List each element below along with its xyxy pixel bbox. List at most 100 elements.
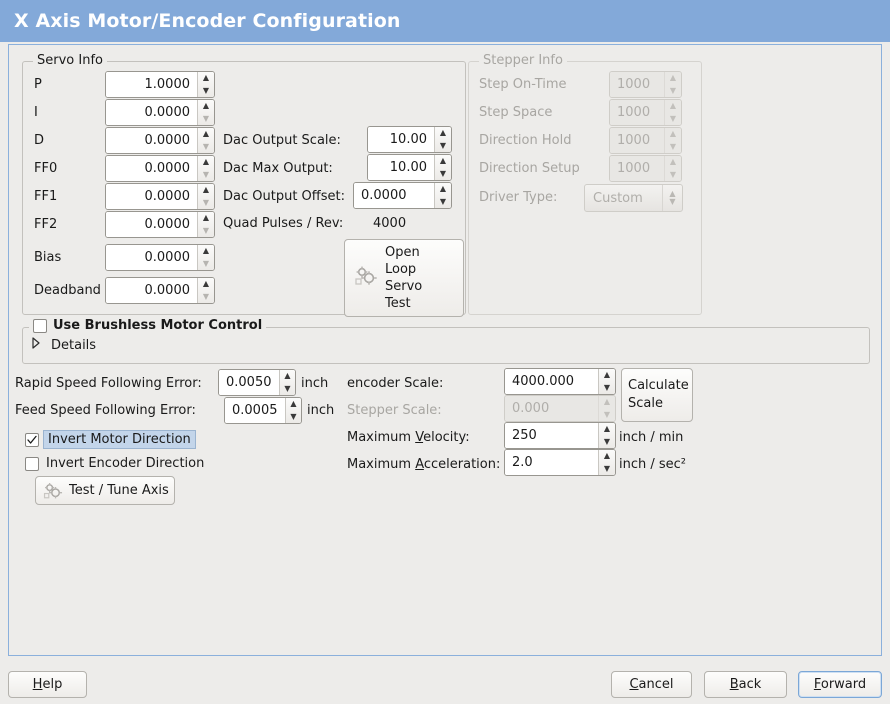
servo-input-i[interactable]: 0.0000 ▲ ▼ [105,99,215,126]
details-expander[interactable]: Details [31,337,96,353]
spin-down-icon[interactable]: ▼ [202,169,210,179]
open-loop-servo-test-button[interactable]: Open Loop Servo Test [344,239,464,317]
spin-down-icon[interactable]: ▼ [603,463,611,473]
spin-up-icon[interactable]: ▲ [290,399,297,409]
dac-output-offset-spinner[interactable]: ▲ ▼ [434,183,451,208]
spin-up-icon[interactable]: ▲ [202,185,210,195]
encoder-scale-spinner[interactable]: ▲ ▼ [598,369,615,394]
forward-button[interactable]: Forward [798,671,882,698]
window-title: X Axis Motor/Encoder Configuration [14,10,401,32]
cancel-button-label: Cancel [629,677,673,692]
spin-up-icon[interactable]: ▲ [439,128,447,138]
servo-input-deadband[interactable]: 0.0000 ▲ ▼ [105,277,215,304]
spin-down-icon[interactable]: ▼ [202,85,210,95]
stepper-scale-input[interactable]: 0.000 ▲ ▼ [504,395,616,422]
servo-input-i-spinner[interactable]: ▲ ▼ [197,100,214,125]
back-button[interactable]: Back [704,671,787,698]
maximum-acceleration-spinner[interactable]: ▲ ▼ [598,450,615,475]
rapid-following-error-input[interactable]: 0.0050 ▲ ▼ [218,369,296,396]
dac-max-output-spinner[interactable]: ▲ ▼ [434,155,451,180]
spin-up-icon: ▲ [669,129,677,139]
spin-down-icon[interactable]: ▼ [202,258,210,268]
brushless-title-area: Use Brushless Motor Control [29,318,267,333]
invert-motor-direction-checkbox[interactable] [25,432,39,447]
dac-output-offset-input[interactable]: 0.0000 ▲ ▼ [353,182,452,209]
invert-motor-direction-label: Invert Motor Direction [43,430,196,449]
chevron-updown-icon[interactable]: ▲▼ [662,185,682,211]
dac-max-output-input[interactable]: 10.00 ▲ ▼ [367,154,452,181]
servo-input-ff0-spinner[interactable]: ▲ ▼ [197,156,214,181]
brushless-motor-control-group: Use Brushless Motor Control Details [22,318,870,364]
spin-down-icon[interactable]: ▼ [603,436,611,446]
spin-up-icon[interactable]: ▲ [603,370,611,380]
dac-output-scale-input[interactable]: 10.00 ▲ ▼ [367,126,452,153]
spin-down-icon[interactable]: ▼ [603,382,611,392]
encoder-scale-input[interactable]: 4000.000 ▲ ▼ [504,368,616,395]
step-on-time-input[interactable]: 1000 ▲ ▼ [609,71,682,98]
spin-up-icon[interactable]: ▲ [202,213,210,223]
maximum-acceleration-unit: inch / sec² [619,457,687,472]
spin-down-icon[interactable]: ▼ [202,141,210,151]
open-loop-servo-test-label: Open Loop Servo Test [385,244,422,312]
spin-up-icon[interactable]: ▲ [202,246,210,256]
direction-setup-label: Direction Setup [479,161,580,176]
maximum-velocity-input[interactable]: 250 ▲ ▼ [504,422,616,449]
invert-encoder-direction-checkbox[interactable] [25,456,39,471]
servo-input-bias-spinner[interactable]: ▲ ▼ [197,245,214,270]
spin-down-icon[interactable]: ▼ [202,197,210,207]
triangle-right-icon[interactable] [31,337,43,353]
maximum-velocity-spinner[interactable]: ▲ ▼ [598,423,615,448]
servo-input-ff0[interactable]: 0.0000 ▲ ▼ [105,155,215,182]
cancel-button[interactable]: Cancel [611,671,692,698]
spin-up-icon[interactable]: ▲ [202,73,210,83]
title-bar: X Axis Motor/Encoder Configuration [0,0,890,42]
spin-down-icon[interactable]: ▼ [290,411,297,421]
feed-following-error-input[interactable]: 0.0005 ▲ ▼ [224,397,302,424]
direction-setup-input[interactable]: 1000 ▲ ▼ [609,155,682,182]
servo-input-ff1-spinner[interactable]: ▲ ▼ [197,184,214,209]
step-space-input[interactable]: 1000 ▲ ▼ [609,99,682,126]
step-space-value: 1000 [610,100,664,125]
spin-down-icon[interactable]: ▼ [202,225,210,235]
servo-input-p-spinner[interactable]: ▲ ▼ [197,72,214,97]
servo-input-ff1[interactable]: 0.0000 ▲ ▼ [105,183,215,210]
help-button[interactable]: Help [8,671,87,698]
spin-up-icon[interactable]: ▲ [439,156,447,166]
driver-type-combo[interactable]: Custom ▲▼ [584,184,683,212]
spin-up-icon[interactable]: ▲ [284,371,291,381]
servo-input-bias[interactable]: 0.0000 ▲ ▼ [105,244,215,271]
spin-up-icon[interactable]: ▲ [439,184,447,194]
spin-up-icon[interactable]: ▲ [202,129,210,139]
invert-encoder-direction-row[interactable]: Invert Encoder Direction [25,456,204,471]
spin-up-icon[interactable]: ▲ [202,101,210,111]
direction-hold-input[interactable]: 1000 ▲ ▼ [609,127,682,154]
servo-input-d-spinner[interactable]: ▲ ▼ [197,128,214,153]
spin-down-icon[interactable]: ▼ [202,291,210,301]
check-mark-icon [27,435,37,444]
stepper-scale-spinner: ▲ ▼ [598,396,615,421]
spin-down-icon[interactable]: ▼ [439,196,447,206]
spin-up-icon[interactable]: ▲ [603,424,611,434]
servo-input-ff2[interactable]: 0.0000 ▲ ▼ [105,211,215,238]
servo-input-ff2-spinner[interactable]: ▲ ▼ [197,212,214,237]
calculate-scale-button[interactable]: Calculate Scale [621,368,693,422]
spin-up-icon[interactable]: ▲ [603,451,611,461]
invert-motor-direction-row[interactable]: Invert Motor Direction [25,430,196,449]
spin-down-icon[interactable]: ▼ [439,168,447,178]
use-brushless-motor-control-checkbox[interactable] [33,318,47,333]
test-tune-axis-button[interactable]: Test / Tune Axis [35,476,175,505]
servo-input-d[interactable]: 0.0000 ▲ ▼ [105,127,215,154]
spin-down-icon: ▼ [669,169,677,179]
spin-up-icon[interactable]: ▲ [202,279,210,289]
spin-down-icon[interactable]: ▼ [202,113,210,123]
dac-output-scale-spinner[interactable]: ▲ ▼ [434,127,451,152]
servo-label-bias: Bias [34,250,62,265]
feed-following-error-spinner[interactable]: ▲ ▼ [284,398,301,423]
spin-up-icon[interactable]: ▲ [202,157,210,167]
servo-input-deadband-spinner[interactable]: ▲ ▼ [197,278,214,303]
spin-down-icon[interactable]: ▼ [284,383,291,393]
spin-down-icon[interactable]: ▼ [439,140,447,150]
servo-input-p[interactable]: 1.0000 ▲ ▼ [105,71,215,98]
maximum-acceleration-input[interactable]: 2.0 ▲ ▼ [504,449,616,476]
rapid-following-error-spinner[interactable]: ▲ ▼ [278,370,295,395]
